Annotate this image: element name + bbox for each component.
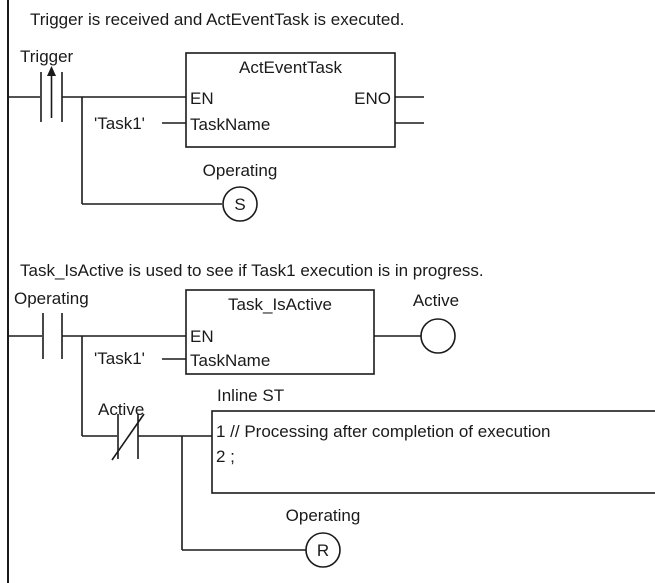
acteventtask-taskname-pin: TaskName: [190, 115, 270, 134]
rung1-taskname-value: 'Task1': [94, 114, 145, 133]
operating-no-contact: [42, 313, 63, 359]
rising-edge-contact: [40, 66, 63, 122]
acteventtask-title: ActEventTask: [239, 58, 342, 77]
acteventtask-eno-pin: ENO: [354, 89, 391, 108]
inline-st-line1: 1 // Processing after completion of exec…: [216, 422, 551, 441]
task-isactive-en-pin: EN: [190, 327, 214, 346]
inline-st-box: [211, 410, 655, 494]
set-coil-symbol: S: [234, 195, 245, 214]
active-nc-contact: [111, 413, 145, 461]
reset-coil: [305, 532, 341, 568]
reset-coil-label: Operating: [286, 506, 361, 525]
rung1-comment: Trigger is received and ActEventTask is …: [30, 10, 405, 29]
operating-contact-label: Operating: [14, 289, 89, 308]
acteventtask-en-pin: EN: [190, 89, 214, 108]
active-nc-contact-label: Active: [98, 400, 144, 419]
set-coil: [222, 186, 258, 222]
trigger-contact-label: Trigger: [20, 47, 74, 66]
reset-coil-symbol: R: [317, 541, 329, 560]
active-coil-label: Active: [413, 291, 459, 310]
rung2-taskname-value: 'Task1': [94, 349, 145, 368]
task-isactive-block: [185, 289, 375, 375]
set-coil-label: Operating: [203, 161, 278, 180]
rung2-comment: Task_IsActive is used to see if Task1 ex…: [20, 261, 484, 280]
inline-st-title: Inline ST: [217, 386, 284, 405]
task-isactive-title: Task_IsActive: [228, 295, 332, 314]
inline-st-line2: 2 ;: [216, 447, 235, 466]
acteventtask-block: [185, 52, 396, 148]
nc-slash-icon: [111, 413, 145, 461]
task-isactive-taskname-pin: TaskName: [190, 351, 270, 370]
active-coil: [420, 318, 456, 354]
